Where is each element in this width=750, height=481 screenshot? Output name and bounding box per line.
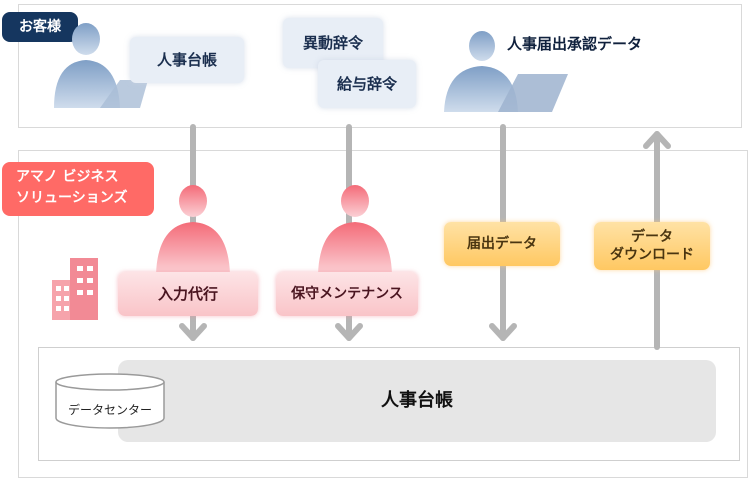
amano-tag-line1: アマノ ビジネス (16, 169, 119, 185)
datacenter-ledger-bar: 人事台帳 (118, 360, 716, 442)
transfer-order-card: 異動辞令 (283, 18, 383, 68)
datacenter-label: データセンター (67, 403, 152, 417)
arrow-approval-head (489, 323, 517, 341)
approval-person-icon (444, 31, 568, 112)
approval-data-label: 人事届出承認データ (507, 35, 643, 53)
notification-data-label: 届出データ (444, 222, 560, 266)
customer-person-icon (54, 23, 148, 108)
amano-tag: アマノ ビジネス ソリューションズ (2, 162, 154, 216)
maintenance-label: 保守メンテナンス (276, 272, 418, 316)
amano-tag-line2: ソリューションズ (16, 190, 128, 206)
arrow-transfer-head (335, 323, 363, 341)
building-icon (52, 258, 98, 320)
arrow-ledger-head (179, 323, 207, 341)
operator-person-icon (156, 185, 230, 274)
input-proxy-label: 入力代行 (118, 272, 258, 316)
transfer-order-label: 異動辞令 (302, 34, 363, 52)
salary-order-label: 給与辞令 (336, 75, 397, 93)
salary-order-card: 給与辞令 (318, 60, 416, 108)
arrow-download-head (643, 131, 671, 149)
customer-ledger-card: 人事台帳 (130, 37, 244, 83)
data-download-line1: データ (631, 229, 673, 245)
customer-tag: お客様 (2, 12, 78, 42)
data-download-line2: ダウンロード (610, 247, 694, 263)
database-cylinder-icon (55, 373, 165, 429)
customer-ledger-label: 人事台帳 (156, 51, 217, 69)
maintenance-person-icon (318, 185, 392, 274)
data-download-label: データ ダウンロード (594, 222, 710, 270)
